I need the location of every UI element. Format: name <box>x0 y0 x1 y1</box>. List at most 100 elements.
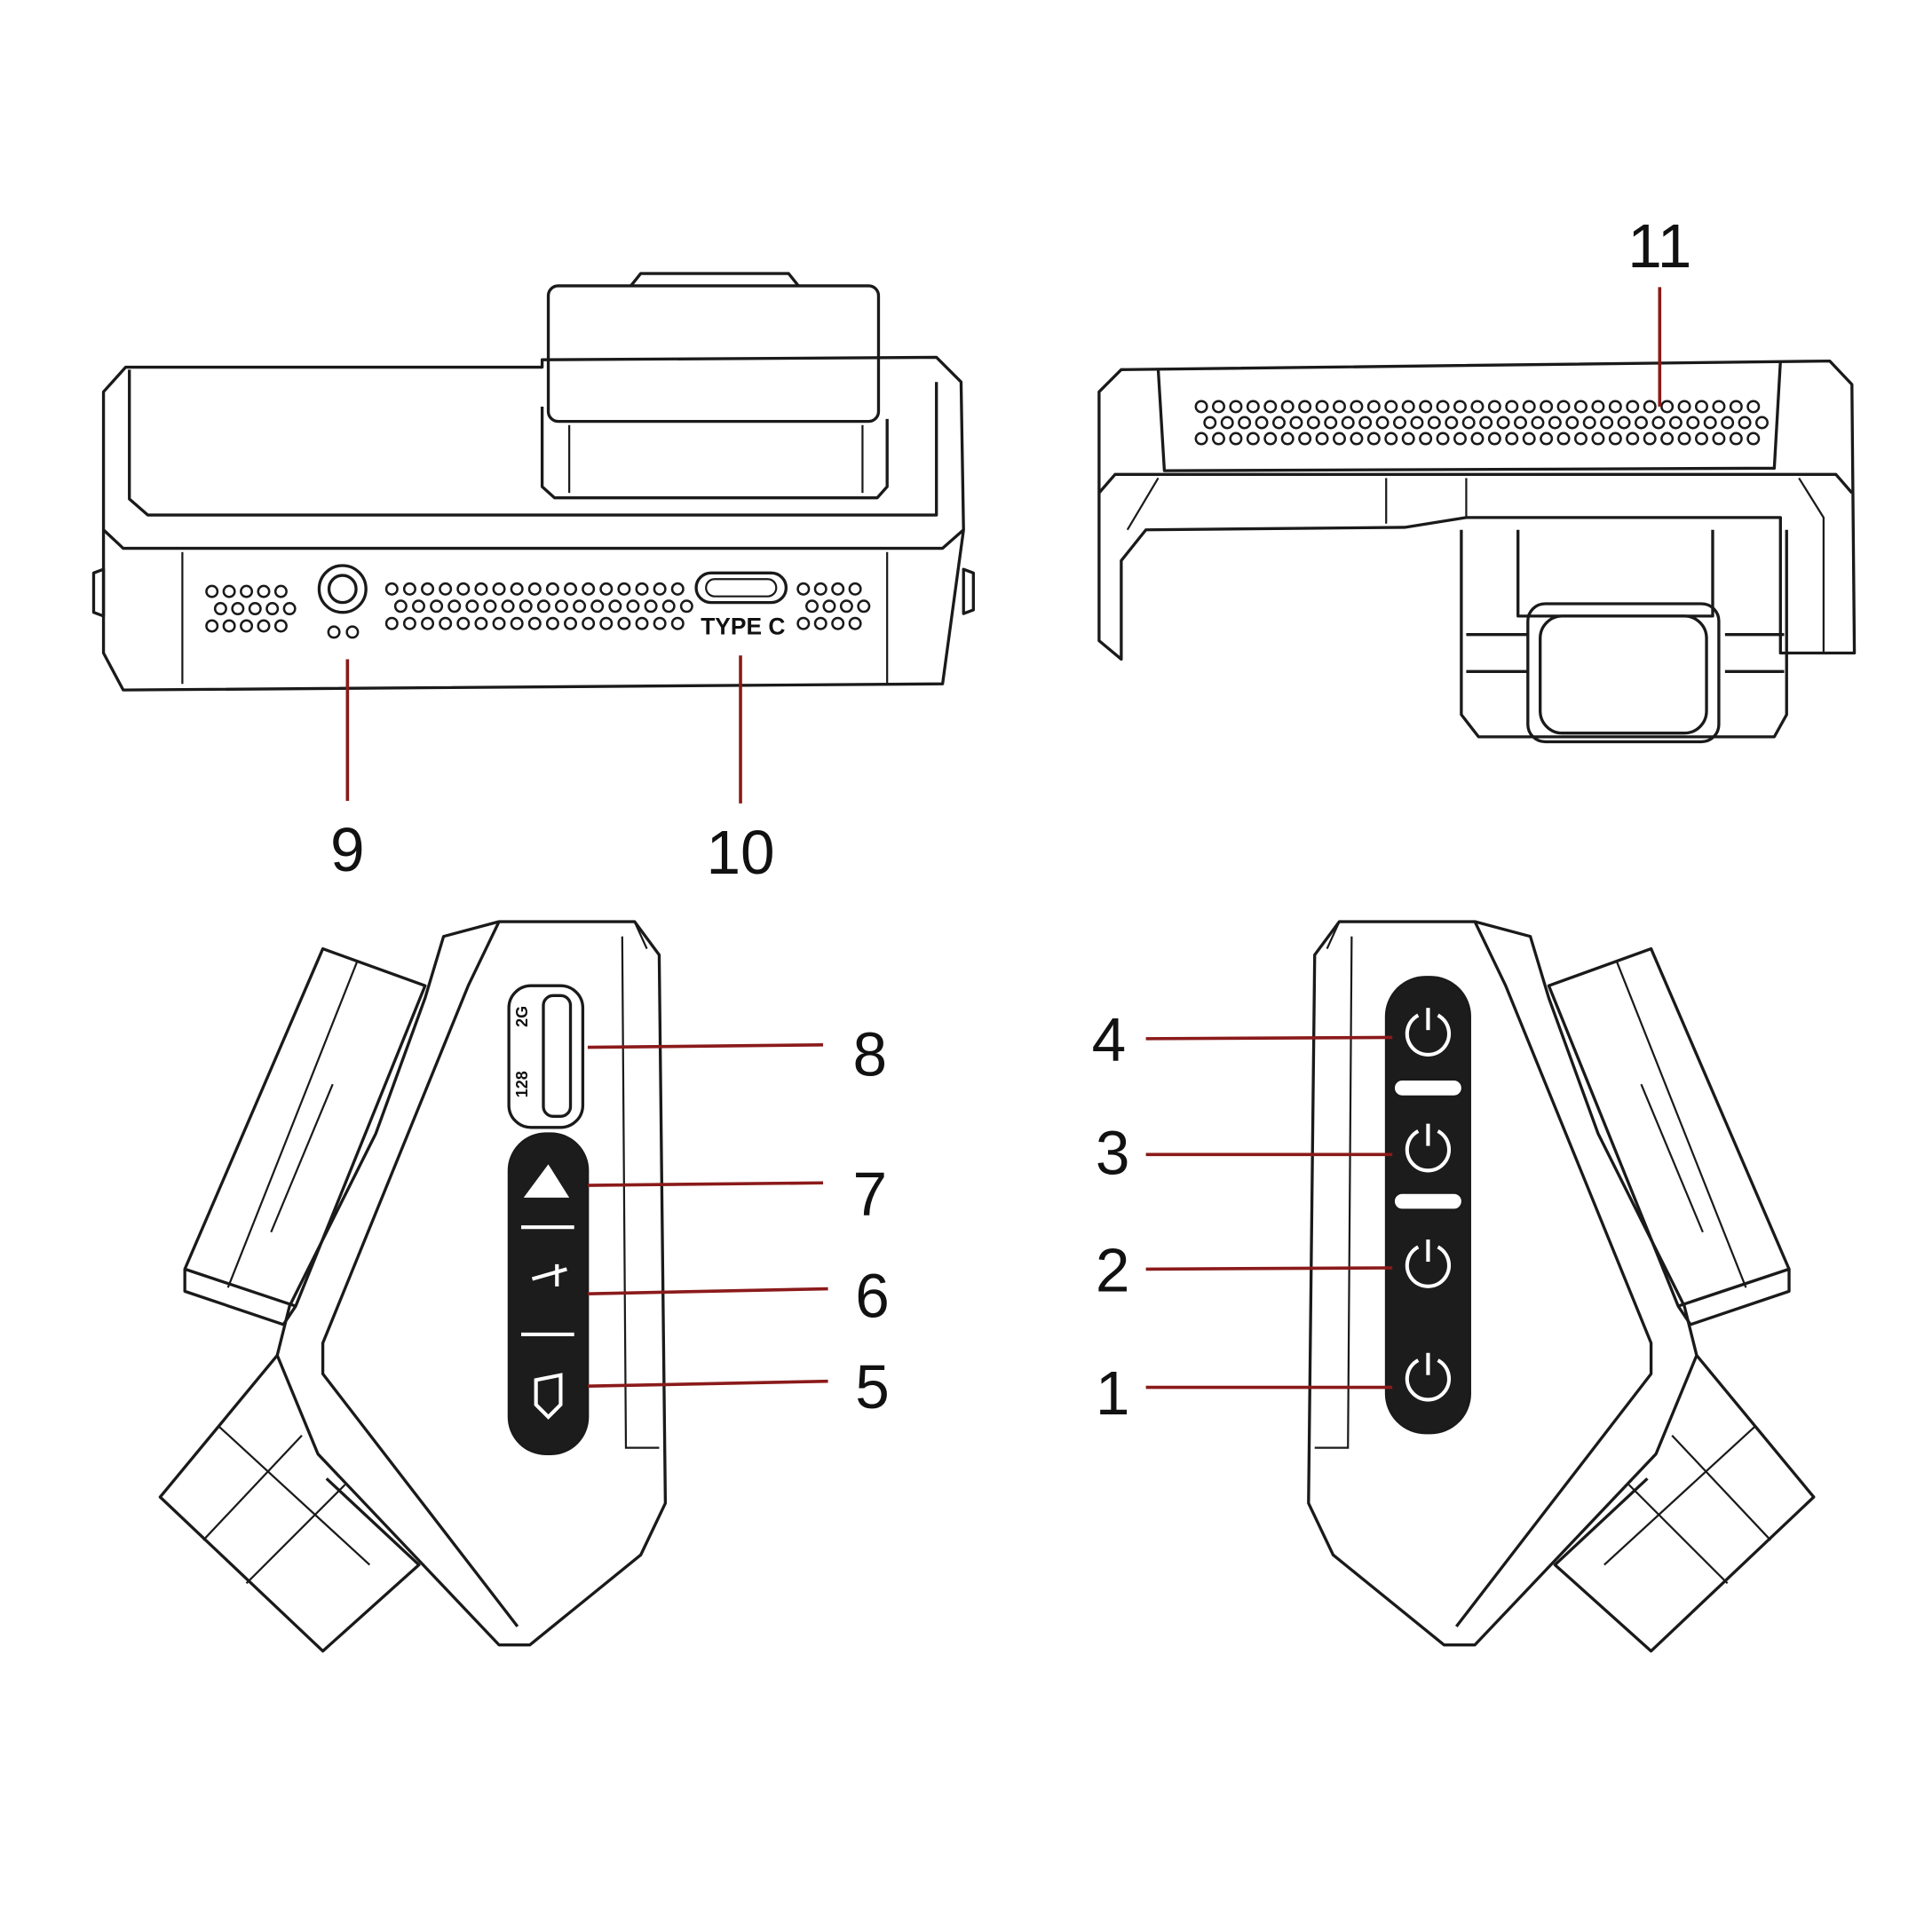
grille-hole <box>1746 432 1761 446</box>
grille-hole <box>813 616 827 630</box>
grille-hole <box>564 616 578 630</box>
grille-hole <box>421 582 435 596</box>
grille-hole <box>661 599 676 614</box>
grille-hole <box>670 582 685 596</box>
grille-hole <box>617 582 631 596</box>
grille-hole <box>1332 432 1346 446</box>
grille-hole <box>1556 432 1571 446</box>
grille-hole <box>257 619 271 633</box>
button-5-icon[interactable] <box>534 1373 563 1420</box>
grille-hole <box>1548 416 1562 430</box>
grille-hole <box>626 599 640 614</box>
grille-hole <box>527 582 542 596</box>
button-1-power-icon[interactable] <box>1405 1352 1452 1402</box>
camera-side-view-left <box>158 920 668 1653</box>
grille-hole <box>599 616 614 630</box>
grille-hole <box>1298 400 1312 414</box>
button-4-power-icon[interactable] <box>1405 1008 1452 1057</box>
grille-hole <box>1470 432 1485 446</box>
grille-hole <box>1721 416 1735 430</box>
grille-hole <box>1617 416 1631 430</box>
grille-hole <box>510 616 524 630</box>
grille-hole <box>1220 416 1234 430</box>
grille-hole <box>1238 416 1252 430</box>
grille-hole <box>1392 416 1406 430</box>
grille-hole <box>1626 432 1640 446</box>
grille-hole <box>1306 416 1320 430</box>
grille-hole <box>1436 400 1450 414</box>
microphone-hole <box>317 564 368 639</box>
grille-hole <box>1419 432 1433 446</box>
grille-hole <box>1531 416 1545 430</box>
grille-hole <box>1496 416 1510 430</box>
grille-hole <box>1694 432 1708 446</box>
grille-hole <box>1445 416 1459 430</box>
grille-hole <box>1505 400 1519 414</box>
grille-hole <box>1194 400 1208 414</box>
grille-hole <box>1608 432 1622 446</box>
grille-hole <box>1703 416 1717 430</box>
callout-10: 10 <box>706 818 774 887</box>
grille-hole <box>474 616 488 630</box>
grille-hole <box>573 599 587 614</box>
button-6-icon[interactable] <box>531 1263 567 1287</box>
grille-hole <box>384 616 399 630</box>
grille-hole <box>257 584 271 598</box>
grille-hole <box>1738 416 1752 430</box>
lens-housing <box>158 1354 421 1653</box>
callout-9: 9 <box>330 815 365 884</box>
grille-hole <box>831 582 845 596</box>
grille-hole <box>1591 400 1605 414</box>
grille-hole <box>1513 416 1527 430</box>
grille-hole <box>813 582 827 596</box>
grille-hole <box>1660 400 1675 414</box>
grille-hole <box>1608 400 1622 414</box>
grille-hole <box>545 582 559 596</box>
grille-hole <box>1573 432 1588 446</box>
grille-hole <box>1556 400 1571 414</box>
grille-hole <box>1453 432 1467 446</box>
grille-hole <box>536 599 550 614</box>
grille-hole <box>213 602 227 616</box>
grille-hole <box>1626 400 1640 414</box>
grille-hole <box>1643 400 1657 414</box>
button-2-power-icon[interactable] <box>1405 1239 1452 1288</box>
grille-hole <box>599 582 614 596</box>
grille-hole <box>848 616 862 630</box>
grille-hole <box>402 582 416 596</box>
grille-hole <box>248 602 262 616</box>
grille-hole <box>282 602 297 616</box>
grille-hole <box>1384 400 1398 414</box>
grille-hole <box>1298 432 1312 446</box>
grille-hole <box>265 602 280 616</box>
callouts: 11 9 10 8 7 6 5 4 3 2 1 <box>330 211 1691 1428</box>
grille-hole <box>1341 416 1355 430</box>
grille-hole <box>1280 400 1295 414</box>
grille-hole <box>527 616 542 630</box>
grille-hole <box>582 582 596 596</box>
grille-hole <box>402 616 416 630</box>
grille-hole <box>582 616 596 630</box>
grille-hole <box>670 616 685 630</box>
grille-hole <box>273 619 288 633</box>
button-7-warning-icon[interactable] <box>523 1164 570 1198</box>
grille-hole <box>456 616 471 630</box>
grille-hole <box>1366 400 1381 414</box>
grille-hole <box>644 599 658 614</box>
camera-front-view <box>1097 359 1857 744</box>
sd-card-slot: 128 2G <box>507 984 585 1129</box>
grille-hole <box>1255 416 1269 430</box>
grille-hole <box>1540 400 1554 414</box>
grille-hole <box>1694 400 1708 414</box>
grille-hole <box>839 599 853 614</box>
grille-hole <box>1211 400 1225 414</box>
grille-hole <box>1643 432 1657 446</box>
grille-hole <box>1668 416 1683 430</box>
grille-hole <box>1315 400 1329 414</box>
button-3-power-icon[interactable] <box>1405 1123 1452 1173</box>
grille-hole <box>492 582 506 596</box>
grille-hole <box>1229 400 1243 414</box>
grille-hole <box>240 619 254 633</box>
grille-hole <box>1634 416 1648 430</box>
